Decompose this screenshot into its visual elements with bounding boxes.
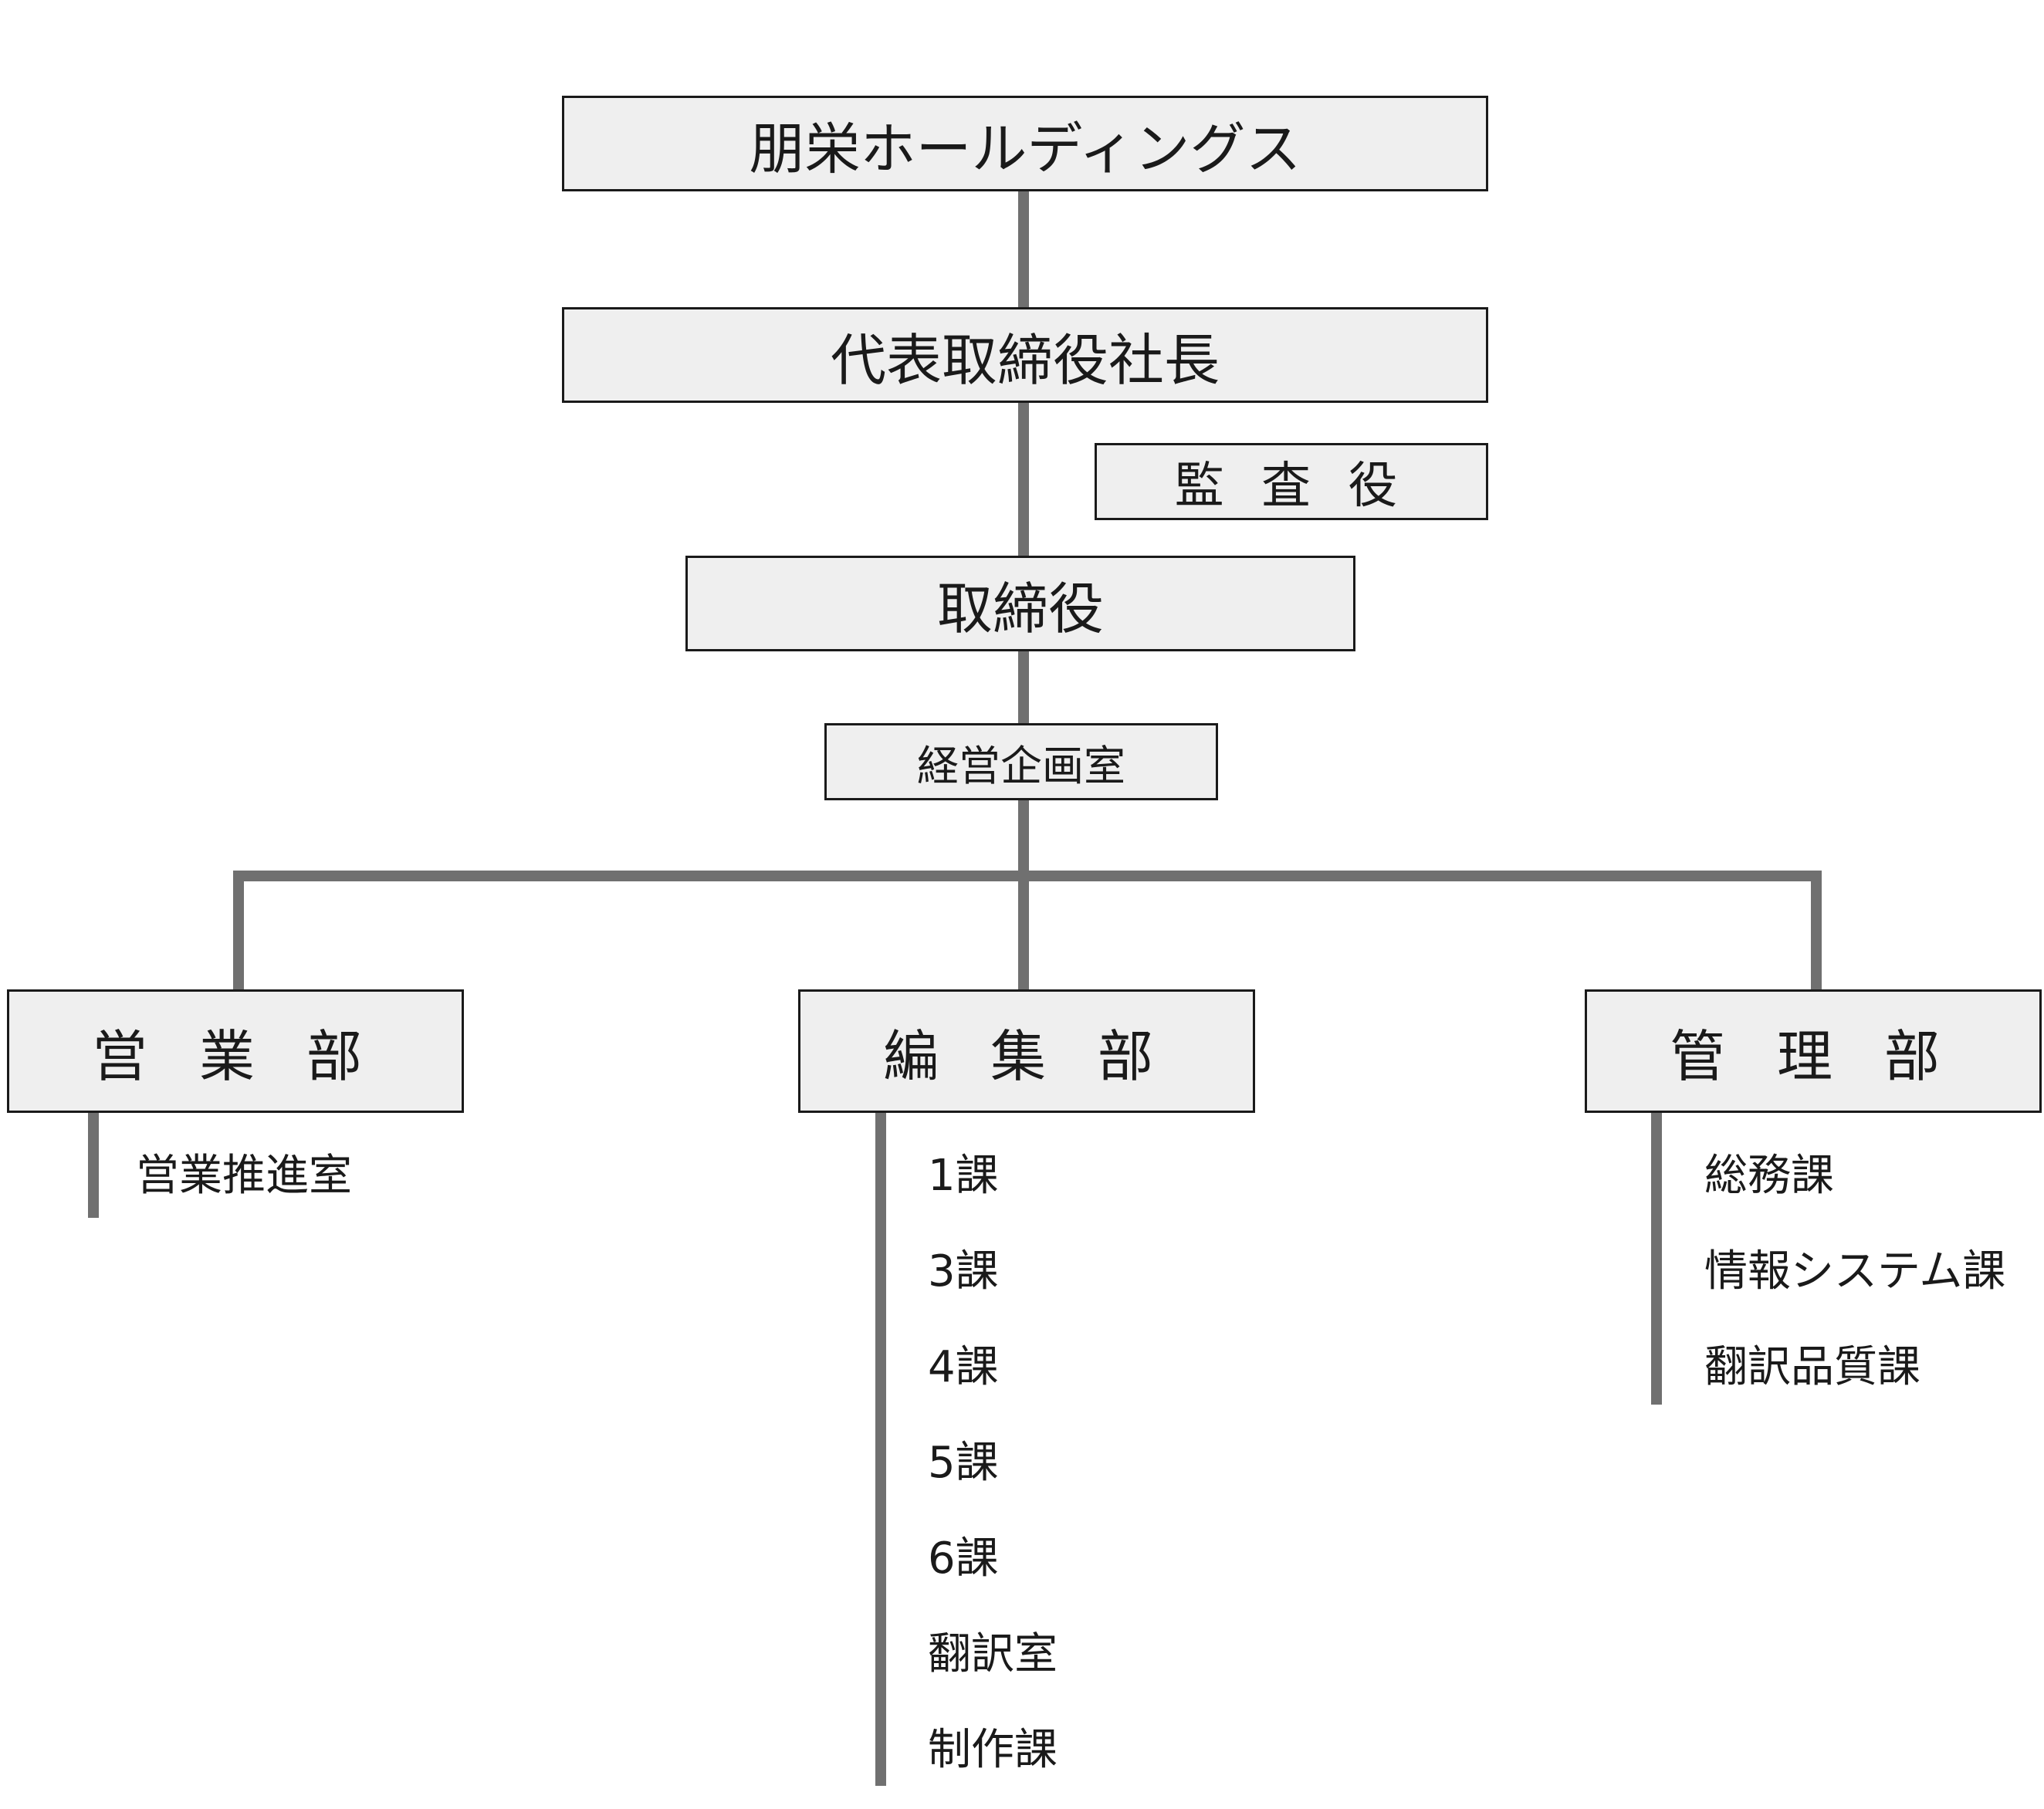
branch-line-edit (875, 1113, 886, 1786)
department-label: 管 理 部 (1670, 1023, 1957, 1089)
auditor-node: 監 査 役 (1095, 443, 1488, 520)
connector-bus-sales (233, 871, 244, 989)
branch-line-admin (1651, 1113, 1662, 1405)
connector-president-board (1018, 403, 1029, 556)
president-node: 代表取締役社長 (562, 307, 1488, 403)
section-item: 6課 (928, 1533, 999, 1584)
department-admin: 管 理 部 (1585, 989, 2042, 1113)
connector-planning-bus (1018, 800, 1029, 989)
section-item: 情報システム課 (1704, 1246, 2006, 1297)
connector-bus-admin (1811, 871, 1822, 989)
section-item: 4課 (928, 1342, 999, 1392)
section-item: 3課 (928, 1246, 999, 1297)
section-item: 営業推進室 (136, 1151, 352, 1201)
auditor-label: 監 査 役 (1174, 458, 1409, 515)
holdings-node: 朋栄ホールディングス (562, 96, 1488, 191)
section-item: 5課 (928, 1438, 999, 1488)
connector-horizontal-bus (233, 871, 1822, 881)
section-item: 総務課 (1704, 1151, 1834, 1201)
section-item: 1課 (928, 1151, 999, 1201)
section-item: 翻訳室 (928, 1629, 1058, 1679)
department-label: 編 集 部 (883, 1023, 1170, 1089)
connector-holdings-president (1018, 191, 1029, 307)
branch-line-sales (88, 1113, 99, 1218)
section-item: 制作課 (928, 1725, 1058, 1775)
planning-node: 経営企画室 (824, 723, 1218, 800)
board-node: 取締役 (685, 556, 1355, 651)
president-label: 代表取締役社長 (830, 327, 1220, 393)
department-editorial: 編 集 部 (798, 989, 1255, 1113)
connector-board-planning (1018, 651, 1029, 723)
section-item: 翻訳品質課 (1704, 1342, 1920, 1392)
board-label: 取締役 (936, 576, 1104, 641)
department-sales: 営 業 部 (7, 989, 464, 1113)
department-label: 営 業 部 (92, 1023, 379, 1089)
holdings-label: 朋栄ホールディングス (749, 116, 1301, 181)
planning-label: 経営企画室 (917, 741, 1125, 790)
